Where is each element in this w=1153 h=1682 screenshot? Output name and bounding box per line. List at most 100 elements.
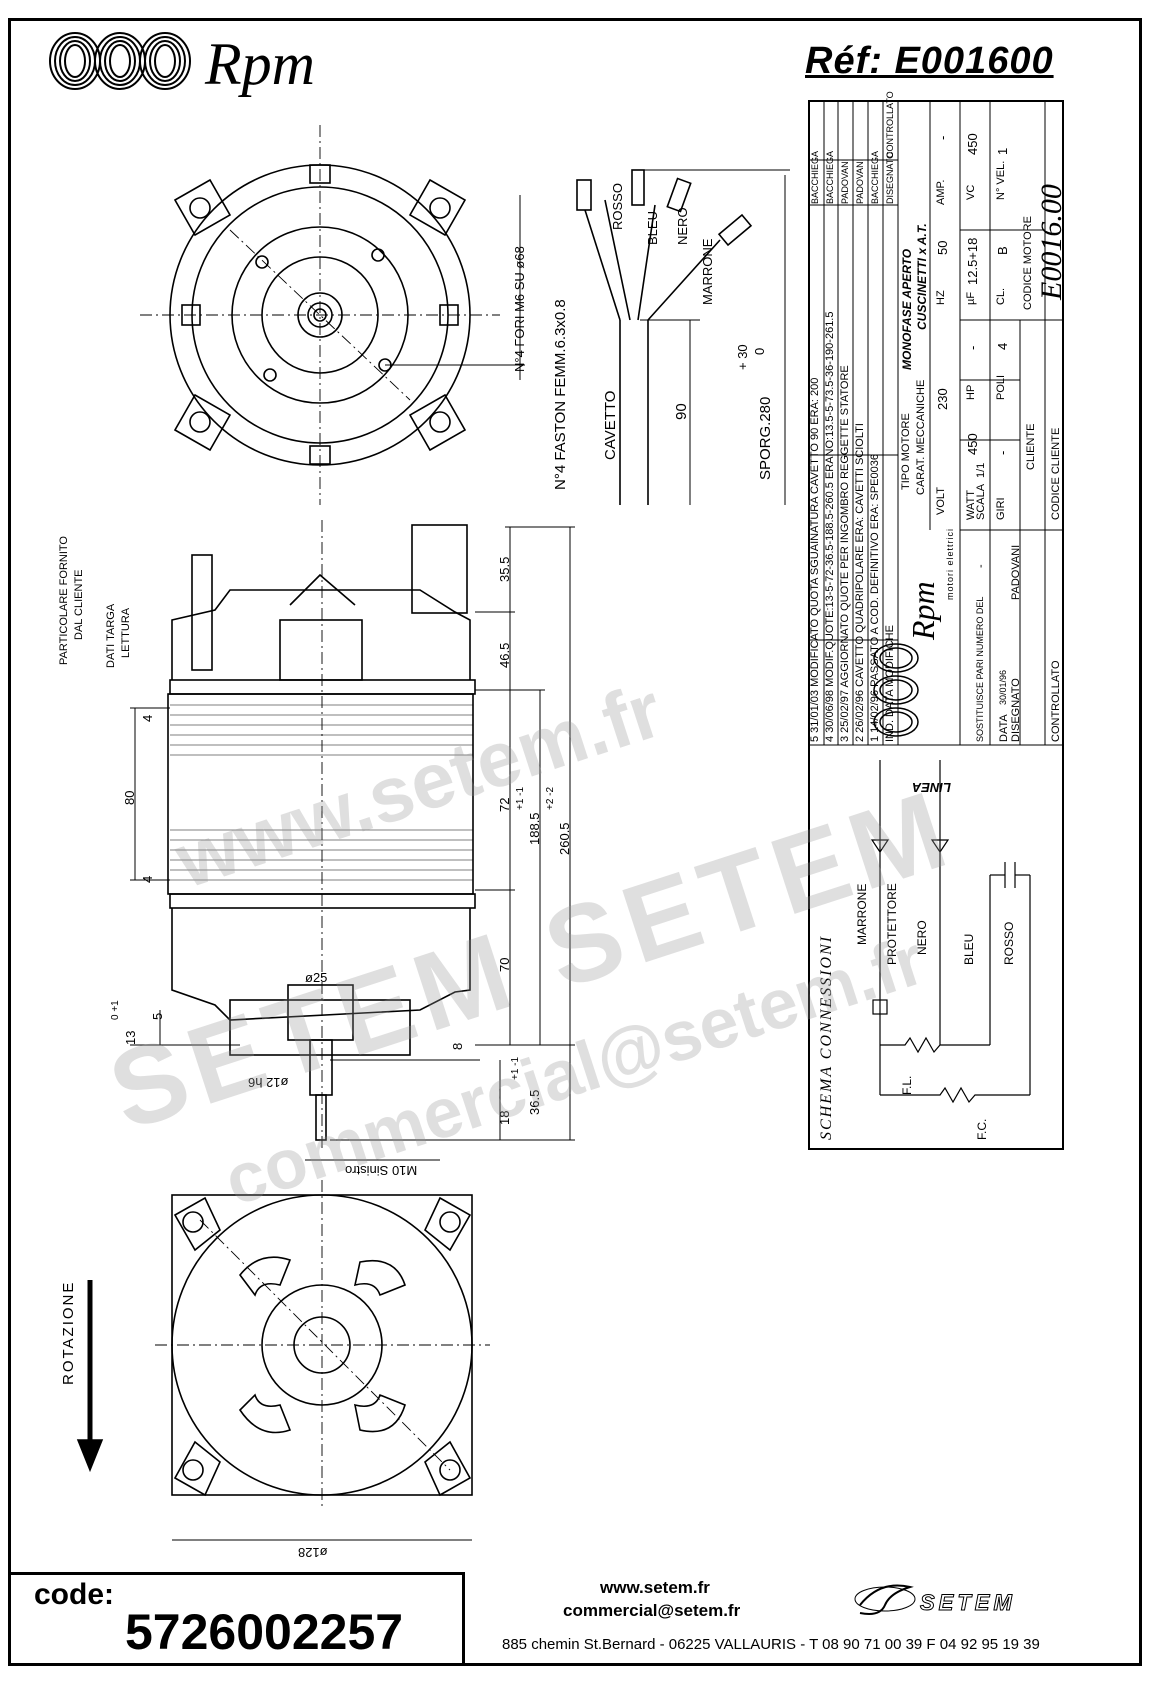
codice-cliente-label: CODICE CLIENTE: [1050, 427, 1062, 520]
faston-note: N°4 FASTON FEMM.6.3x0.8: [552, 299, 569, 490]
giri-label: GIRI: [995, 497, 1007, 520]
brand-logo-text: Rpm: [205, 31, 315, 97]
cl-value: B: [995, 246, 1010, 255]
rev-disegnato-header: DISEGNATO: [885, 151, 895, 204]
cable-label: CAVETTO: [602, 390, 619, 460]
title-brand-coils: [873, 643, 919, 737]
sporg-tol-plus: + 30: [735, 344, 750, 370]
rev-controllato-header: CONTROLLATO: [885, 91, 895, 158]
hz-value: 50: [935, 240, 950, 255]
bleu-label: BLEU: [962, 933, 976, 965]
rev-1-by: BACCHIEGA: [870, 150, 880, 204]
setem-logo-text: SETEM: [920, 1590, 1016, 1616]
vc-value: 450: [965, 133, 980, 155]
data-value: 30/01/96: [998, 669, 1008, 705]
wire-label-rosso: ROSSO: [610, 183, 625, 230]
rev-4-row: 4 30/06/98 MODIF.QUOTE:13-5-72-36.5-188.…: [824, 311, 836, 743]
nvel-label: N° VEL.: [995, 160, 1007, 200]
dim-35-5: 35.5: [497, 556, 512, 582]
sporg-dim: SPORG.280: [757, 396, 774, 480]
giri-value: -: [995, 450, 1010, 455]
tipo-motore-label: TIPO MOTORE: [900, 413, 912, 490]
footer-address: 885 chemin St.Bernard - 06225 VALLAURIS …: [502, 1636, 1040, 1653]
rev-2-row: 2 26/02/96 CAVETTO QUADRIPOLARE ERA: CAV…: [854, 423, 866, 742]
rosso-label: ROSSO: [1002, 921, 1016, 965]
watt-value: 450: [965, 433, 980, 455]
codice-motore-value: E0016.00: [1035, 184, 1068, 300]
vc-label: VC: [965, 184, 977, 200]
controllato-label: CONTROLLATO: [1050, 660, 1062, 743]
sporg-tol-zero: 0: [752, 347, 767, 355]
cliente-label: CLIENTE: [1025, 423, 1037, 470]
rotation-label: ROTAZIONE: [60, 1280, 77, 1385]
dim-4-top: 4: [140, 714, 155, 722]
rev-5-row: 5 31/01/03 MODIFICATO QUOTA SGUAINATURA …: [809, 377, 821, 742]
hp-label: HP: [965, 384, 977, 400]
codice-motore-label: CODICE MOTORE: [1022, 216, 1034, 310]
drawing-frame: [8, 18, 1142, 1666]
volt-value: 230: [935, 388, 950, 410]
code-label: code:: [34, 1578, 115, 1611]
cl-label: CL.: [995, 287, 1007, 305]
particolare-label: PARTICOLARE FORNITO: [58, 536, 70, 665]
dim-90: 90: [673, 403, 690, 420]
poli-label: POLI: [995, 374, 1007, 400]
motor-side-view: [167, 524, 476, 1141]
setem-logo-icon: [854, 1584, 916, 1615]
poli-value: 4: [995, 342, 1010, 350]
sostituisce-label: SOSTITUISCE PARI NUMERO DEL: [975, 596, 985, 742]
carat-value: CUSCINETTI x A.T.: [915, 223, 929, 330]
dim-46-5: 46.5: [497, 642, 512, 668]
wire-label-marrone: MARRONE: [700, 238, 715, 305]
wire-label-bleu: BLEU: [645, 211, 660, 245]
nvel-value: 1: [995, 147, 1010, 155]
code-box: [10, 1572, 465, 1664]
rev-3-by: PADOVANI: [840, 158, 850, 204]
fl-label: F.L.: [900, 1075, 914, 1095]
rpm-logo-coils: [49, 32, 191, 90]
dim-diameter-25: ø25: [305, 970, 328, 985]
wire-label-nero: NERO: [675, 207, 690, 245]
dal-cliente-label: DAL CLIENTE: [73, 569, 85, 640]
hz-label: HZ: [935, 290, 947, 305]
tol-13: 0 +1: [110, 1000, 121, 1020]
dim-80: 80: [122, 790, 137, 805]
carat-label: CARAT. MECCANICHE: [915, 379, 927, 495]
uf-value: 12.5+18: [965, 237, 980, 285]
disegnato-label: DISEGNATO: [1010, 678, 1022, 742]
rev-5-by: BACCHIEGA: [810, 150, 820, 204]
dim-188-5: 188.5: [527, 812, 542, 845]
title-block: [808, 100, 1064, 1150]
rev-2-by: PADOVANI: [855, 158, 865, 204]
rev-3-row: 3 25/02/97 AGGIORNATO QUOTE PER INGOMBRO…: [839, 365, 851, 742]
scala-label: SCALA: [975, 483, 987, 520]
volt-label: VOLT: [935, 487, 947, 515]
tipo-motore-value: MONOFASE APERTO: [900, 248, 914, 370]
hp-value: -: [965, 345, 980, 350]
dati-targa-label: DATI TARGA: [105, 603, 117, 668]
rev-4-by: BACCHIEGA: [825, 150, 835, 204]
data-label: DATA: [998, 714, 1010, 742]
connection-schema: [870, 760, 1031, 1104]
code-value: 5726002257: [125, 1604, 404, 1660]
wires-diagram: [576, 169, 790, 505]
uf-label: µF: [965, 291, 977, 305]
amp-value: -: [935, 135, 950, 140]
title-brand-logo: Rpm: [905, 581, 941, 640]
dim-4-bottom: 4: [140, 875, 155, 883]
amp-label: AMP.: [935, 179, 947, 205]
sostituisce-value: -: [975, 564, 987, 568]
reference-number: Réf: E001600: [805, 40, 1054, 82]
scala-value: 1/1: [975, 462, 987, 478]
dim-260-5: 260.5: [557, 822, 572, 855]
title-block-grid: [808, 100, 1064, 746]
dim-diameter-128: ø128: [298, 1545, 328, 1560]
lettura-label: LETTURA: [120, 607, 132, 658]
footer-email[interactable]: commercial@setem.fr: [563, 1601, 741, 1620]
fc-label: F.C.: [975, 1118, 989, 1140]
disegnato-value: PADOVANI: [1010, 544, 1022, 600]
holes-note: N°4 FORI M6 SU ø68: [512, 246, 527, 372]
footer-website[interactable]: www.setem.fr: [600, 1578, 710, 1597]
brand-subtitle: motori elettrici: [945, 527, 955, 600]
